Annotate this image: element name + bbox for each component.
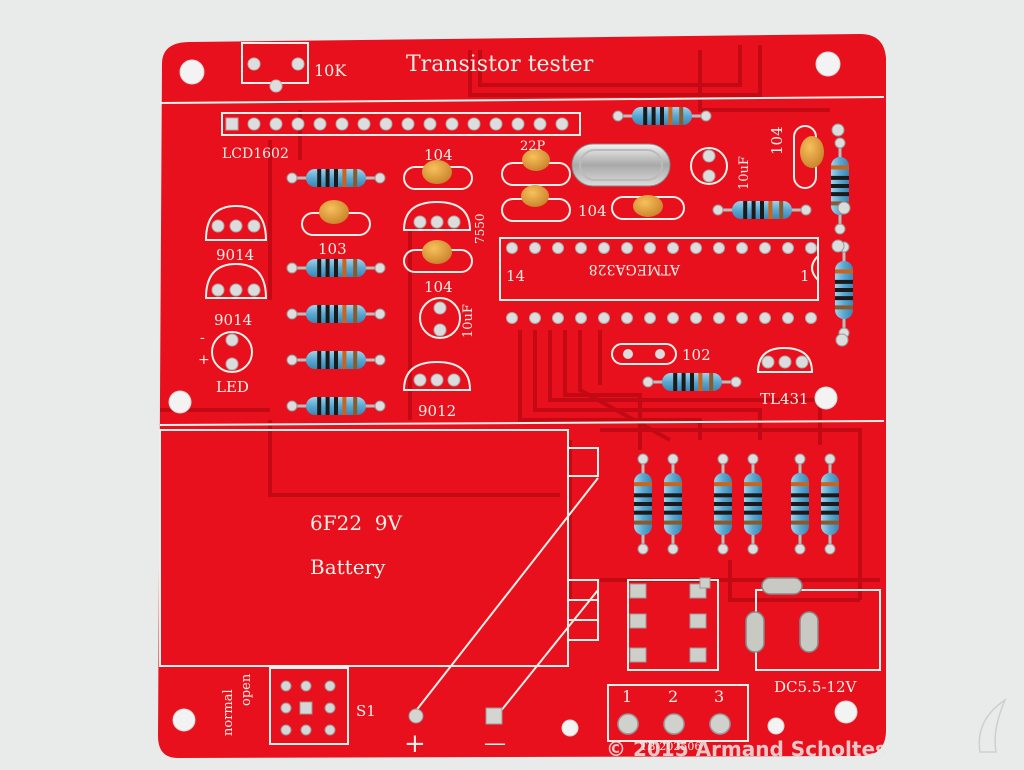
board-title: Transistor tester — [406, 52, 594, 77]
transistor-pads — [211, 149, 809, 387]
led-minus-label: - — [200, 330, 205, 346]
cap-label-104-top: 104 — [424, 146, 453, 164]
ceramic-capacitors — [301, 125, 824, 365]
watermark: © 2015 Armand Scholtes — [606, 737, 887, 761]
transistor-label-1: 9014 — [216, 246, 254, 264]
pot-pads — [247, 57, 305, 93]
switch-normal-label: normal — [221, 689, 236, 736]
silkscreen-lines — [159, 42, 885, 745]
battery-label-line1: 6F22 9V — [310, 511, 402, 535]
smd-pads — [629, 577, 711, 663]
dc-jack-pads — [745, 577, 819, 653]
led-label: LED — [216, 378, 249, 396]
dc-label: DC5.5-12V — [774, 678, 858, 696]
elcap-label-top: 10uF — [737, 156, 752, 190]
copper-traces — [160, 45, 880, 602]
resistors-vertical — [634, 137, 853, 555]
mounting-holes — [168, 51, 858, 737]
lcd-header-pads — [225, 117, 569, 131]
resistors-horizontal — [286, 107, 812, 415]
cap-label-102: 102 — [682, 346, 711, 364]
terminal-label-1: 1 — [622, 687, 632, 706]
led-plus-label: + — [198, 352, 210, 368]
transistor-label-2: 9014 — [214, 311, 252, 329]
board-code: TB-202506 — [640, 740, 701, 753]
elcap-marks — [831, 123, 851, 347]
battery-label-line2: Battery — [310, 555, 386, 579]
ref-label: TL431 — [760, 390, 809, 408]
mcu-pin1-label: 1 — [800, 267, 810, 285]
mcu-pads — [506, 242, 817, 324]
mcu-pin14-label: 14 — [506, 267, 525, 285]
crystal — [571, 143, 671, 187]
pot-label: 10K — [314, 61, 347, 80]
reg-label: 7550 — [473, 213, 487, 244]
terminal-label-2: 2 — [668, 687, 678, 706]
battery-plus-label: + — [404, 729, 426, 759]
cap-label-103: 103 — [318, 240, 347, 258]
lcd-label: LCD1602 — [222, 146, 289, 162]
battery-pads — [408, 707, 503, 725]
terminal-pads — [617, 713, 731, 735]
elcap-label-mid: 10uF — [461, 304, 476, 338]
switch-label: S1 — [356, 702, 376, 720]
mcu-label: ATMEGA328 — [589, 261, 681, 277]
cap-label-104-right: 104 — [768, 126, 786, 155]
cap-label-22p-a: 22P — [520, 139, 546, 154]
battery-minus-label: — — [484, 731, 506, 756]
feather-logo-icon — [978, 697, 1007, 753]
cap-label-104-mid: 104 — [578, 202, 607, 220]
terminal-label-3: 3 — [714, 687, 724, 706]
transistor-label-3: 9012 — [418, 402, 456, 420]
transistor-footprints — [204, 147, 814, 391]
switch-open-label: open — [239, 673, 254, 706]
switch-pads — [280, 680, 336, 736]
cap-label-104-low: 104 — [424, 278, 453, 296]
